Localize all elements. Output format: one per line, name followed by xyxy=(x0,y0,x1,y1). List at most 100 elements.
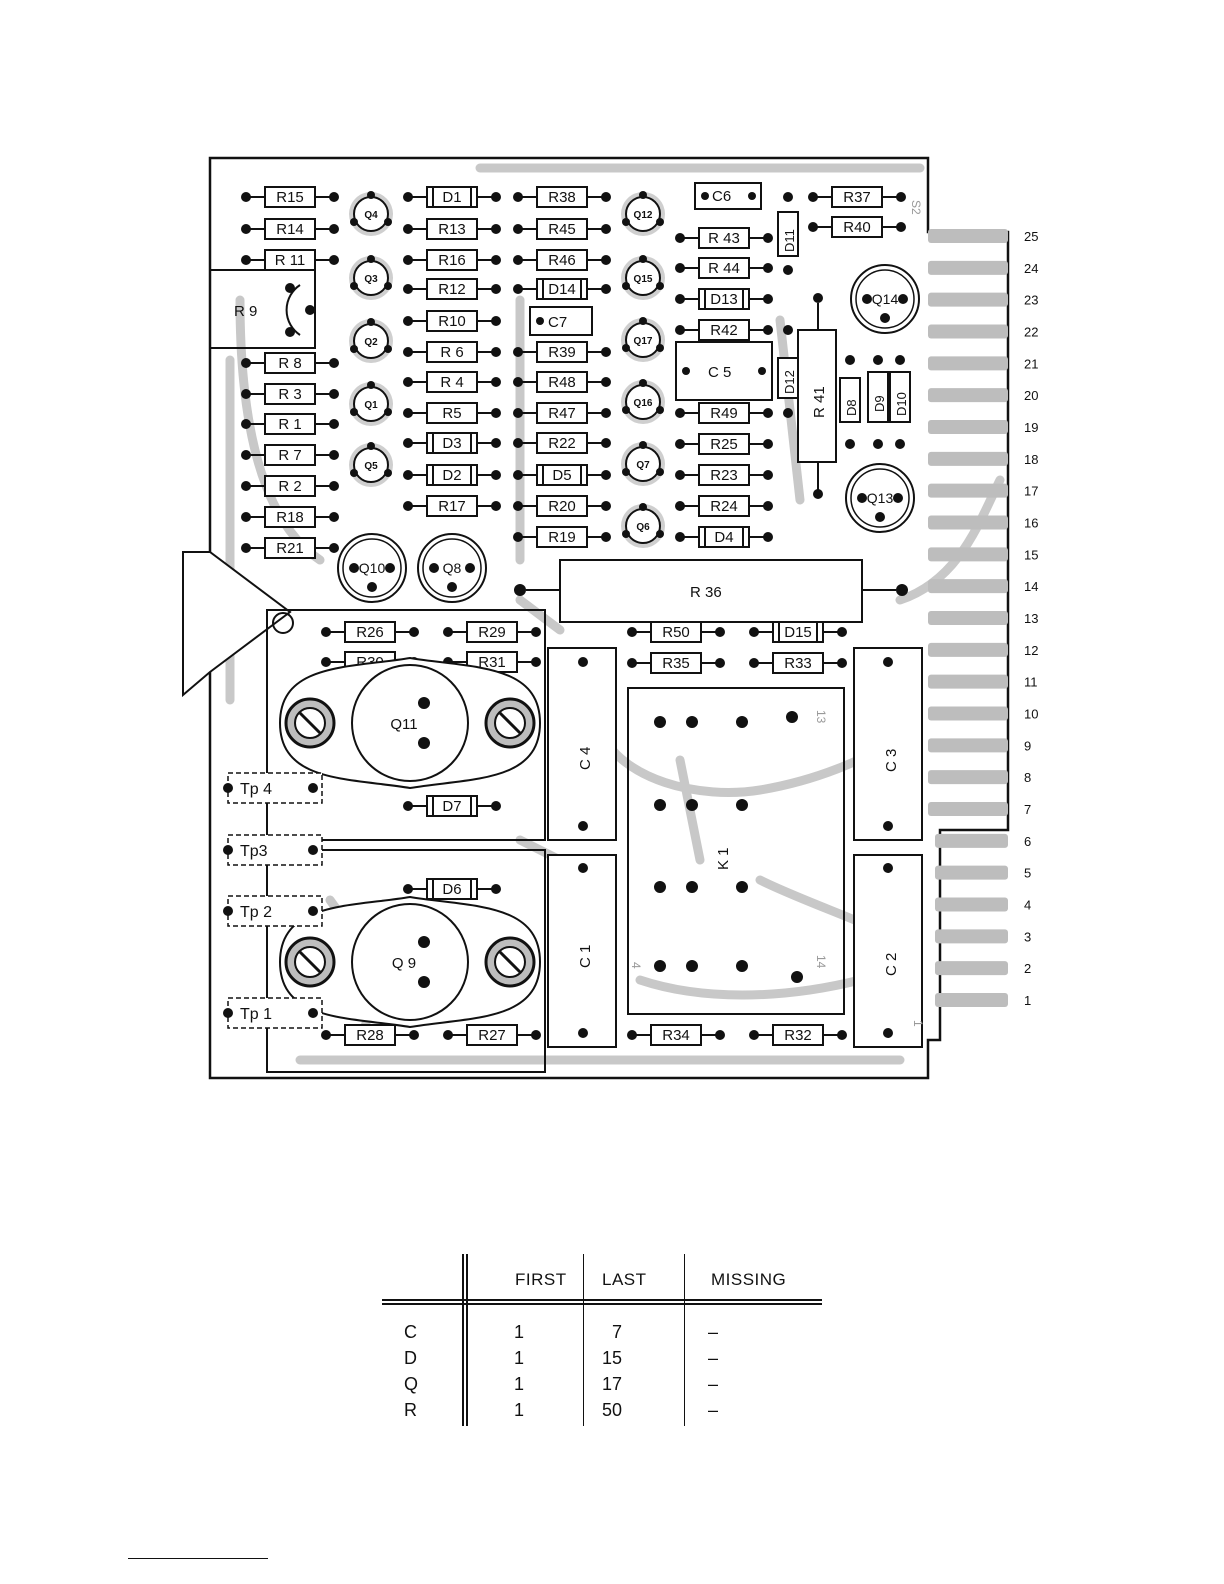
resistor-r25: R25 xyxy=(675,433,773,455)
label-q5: Q5 xyxy=(364,461,378,472)
edge-finger xyxy=(928,738,1008,753)
label-r20: R20 xyxy=(548,498,576,515)
label-r15: R15 xyxy=(276,189,304,206)
resistor-r28: R28 xyxy=(321,1024,419,1046)
diode-d12: D12 xyxy=(777,325,799,418)
label-d3: D3 xyxy=(442,435,461,452)
edge-pin-number: 21 xyxy=(1024,356,1038,371)
edge-finger xyxy=(935,993,1008,1007)
header-first: FIRST xyxy=(515,1270,567,1289)
cell-last: 50 xyxy=(602,1400,623,1420)
silk-13: 13 xyxy=(814,710,828,724)
edge-pin-number: 16 xyxy=(1024,516,1038,531)
edge-finger xyxy=(928,483,1008,498)
cell-last: 15 xyxy=(602,1348,623,1368)
transistor-q6: Q6 xyxy=(621,503,665,548)
label-q16: Q16 xyxy=(634,398,653,409)
transistor-q1: Q1 xyxy=(349,381,393,426)
label-d14: D14 xyxy=(548,281,576,298)
edge-finger xyxy=(928,547,1008,562)
board-outline xyxy=(208,156,1010,1080)
label-r14: R14 xyxy=(276,221,304,238)
edge-finger xyxy=(928,388,1008,403)
edge-finger xyxy=(928,229,1008,243)
resistor-r14: R14 xyxy=(241,218,339,240)
label-r25: R25 xyxy=(710,436,738,453)
transistor-q7: Q7 xyxy=(621,441,665,486)
edge-finger xyxy=(928,292,1008,307)
label-r24: R24 xyxy=(710,498,738,515)
diode-d11: D11 xyxy=(777,192,799,275)
diode-d15: D15 xyxy=(749,621,847,643)
label-r10: R10 xyxy=(438,313,466,330)
capacitor-c6: C6 xyxy=(694,182,762,210)
capacitor-c5: C 5 xyxy=(675,341,773,401)
label-r4: R 4 xyxy=(440,374,463,391)
resistor-r6: R 6 xyxy=(403,341,501,363)
edge-finger xyxy=(928,420,1008,434)
label-r35: R35 xyxy=(662,655,690,672)
cell-type: D xyxy=(404,1348,417,1368)
edge-finger xyxy=(928,260,1008,275)
silk-1: 1 xyxy=(911,1020,925,1027)
label-q15: Q15 xyxy=(634,274,653,285)
edge-finger xyxy=(928,611,1008,625)
label-r50: R50 xyxy=(662,624,690,641)
edge-finger xyxy=(935,833,1008,848)
label-q12: Q12 xyxy=(634,210,653,221)
capacitor-c1: C 1 xyxy=(547,854,617,1048)
label-tp2: Tp 2 xyxy=(240,904,272,921)
label-r27: R27 xyxy=(478,1027,506,1044)
diode-d2: D2 xyxy=(403,464,501,486)
label-r5: R5 xyxy=(442,405,461,422)
resistor-r20: R20 xyxy=(513,495,611,517)
label-q14: Q14 xyxy=(872,291,899,307)
resistor-r35: R35 xyxy=(627,652,725,674)
resistor-r23: R23 xyxy=(675,464,773,486)
table-rule-h2 xyxy=(382,1303,822,1305)
edge-pin-number: 12 xyxy=(1024,643,1038,658)
label-c1: C 1 xyxy=(577,945,594,968)
transistor-q10: Q10 xyxy=(337,533,407,603)
label-r6: R 6 xyxy=(440,344,463,361)
label-q6: Q6 xyxy=(636,522,650,533)
resistor-r27: R27 xyxy=(443,1024,541,1046)
test-point-tp4: Tp 4 xyxy=(223,772,323,804)
resistor-r24: R24 xyxy=(675,495,773,517)
cell-last: 7 xyxy=(612,1322,623,1342)
diode-d4: D4 xyxy=(675,526,773,548)
resistor-r48: R48 xyxy=(513,371,611,393)
label-r19: R19 xyxy=(548,529,576,546)
label-r31: R31 xyxy=(478,654,506,671)
label-r9: R 9 xyxy=(234,303,257,320)
power-transistor-q11: Q11 xyxy=(278,656,542,790)
edge-pin-number: 23 xyxy=(1024,293,1038,308)
resistor-r29: R29 xyxy=(443,621,541,643)
edge-finger xyxy=(935,961,1008,976)
resistor-r15: R15 xyxy=(241,186,339,208)
edge-finger xyxy=(928,515,1008,530)
label-r42: R42 xyxy=(710,322,738,339)
edge-finger xyxy=(928,802,1008,816)
edge-pin-number: 1 xyxy=(1024,993,1031,1008)
label-c6: C6 xyxy=(712,188,731,205)
label-d12: D12 xyxy=(782,370,797,394)
edge-pin-number: 11 xyxy=(1024,675,1038,690)
table-rule-v2 xyxy=(466,1254,468,1426)
label-r23: R23 xyxy=(710,467,738,484)
label-q9: Q 9 xyxy=(392,955,416,972)
label-r39: R39 xyxy=(548,344,576,361)
cell-missing: – xyxy=(708,1322,719,1342)
resistor-r40: R40 xyxy=(808,216,906,238)
label-d2: D2 xyxy=(442,467,461,484)
edge-pin-number: 25 xyxy=(1024,229,1038,244)
resistor-r36: R 36 xyxy=(514,559,908,623)
edge-pin-number: 8 xyxy=(1024,770,1031,785)
transistor-q13: Q13 xyxy=(845,463,915,533)
label-r45: R45 xyxy=(548,221,576,238)
cell-type: C xyxy=(404,1322,417,1342)
label-r29: R29 xyxy=(478,624,506,641)
label-c2: C 2 xyxy=(883,953,900,976)
label-d6: D6 xyxy=(442,881,461,898)
